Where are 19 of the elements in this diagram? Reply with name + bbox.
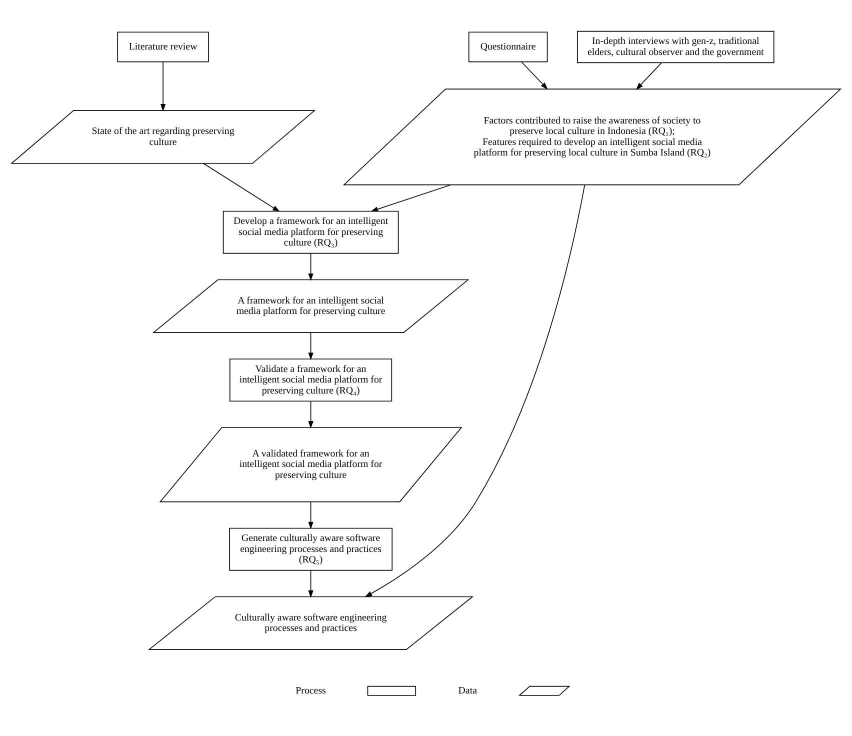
node-box: Generate culturally aware software engineering processes and practices (RQ₅) bbox=[229, 527, 393, 570]
node-box: Literature review bbox=[117, 31, 209, 62]
arrow bbox=[370, 184, 452, 212]
arrow bbox=[308, 400, 314, 428]
legend-label: Data bbox=[458, 684, 477, 696]
arrow bbox=[203, 162, 280, 212]
arrow bbox=[636, 62, 662, 90]
arrow bbox=[308, 570, 314, 598]
arrow bbox=[308, 500, 314, 529]
arrow bbox=[308, 252, 314, 280]
node-box: Validate a framework for an intelligent social media platform for preserving culture (RQ₄) bbox=[229, 358, 392, 402]
node-box: Questionnaire bbox=[468, 31, 548, 62]
arrow bbox=[160, 61, 166, 111]
legend-label: Process bbox=[296, 684, 326, 696]
node-box: Develop a framework for an intelligent social media platform for preserving culture (RQ₃) bbox=[222, 210, 399, 254]
node-box: In-depth interviews with gen-z, traditional elders, cultural observer and the government bbox=[577, 30, 774, 63]
arrow bbox=[308, 332, 314, 360]
arrow bbox=[364, 184, 586, 597]
arrow bbox=[521, 61, 548, 90]
